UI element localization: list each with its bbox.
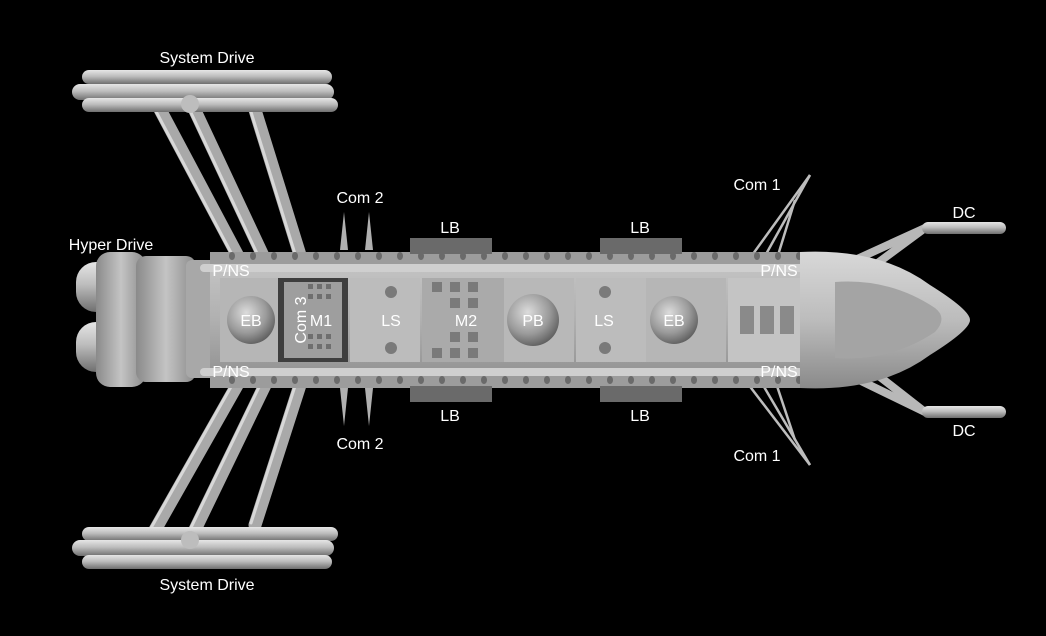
hull-bolt [523, 252, 529, 260]
label-system-drive-top: System Drive [159, 50, 254, 67]
hull-bolt [565, 376, 571, 384]
label-pb: PB [522, 313, 543, 330]
hull-bolt [481, 376, 487, 384]
hull-bolt [628, 376, 634, 384]
label-lb-top-right: LB [630, 220, 650, 237]
spheres [227, 294, 698, 346]
dc-rods [922, 222, 1006, 418]
hull-bolt [460, 376, 466, 384]
hull-bolt [775, 252, 781, 260]
label-ls-right: LS [594, 313, 614, 330]
label-system-drive-bottom: System Drive [159, 577, 254, 594]
dc-arms [851, 224, 929, 416]
label-com1-bottom: Com 1 [733, 448, 780, 465]
hull-bolt [670, 376, 676, 384]
nose-cone [800, 251, 970, 389]
hull-bolt [544, 252, 550, 260]
hull-bolt [229, 252, 235, 260]
label-m1: M1 [310, 313, 332, 330]
hull-bolt [250, 252, 256, 260]
label-pns-top-left: P/NS [212, 263, 249, 280]
label-com2-bottom: Com 2 [336, 436, 383, 453]
hull-bolt [586, 376, 592, 384]
label-com2-top: Com 2 [336, 190, 383, 207]
hull-bolt [502, 376, 508, 384]
hull-bolt [250, 376, 256, 384]
hull-bolt [712, 252, 718, 260]
hull-bolt [397, 376, 403, 384]
label-m2: M2 [455, 313, 477, 330]
label-dc-top: DC [952, 205, 975, 222]
hull-bolt [607, 376, 613, 384]
hull-bolt [775, 376, 781, 384]
hull-bolt [586, 252, 592, 260]
com2-antennas [340, 212, 373, 426]
hull-bolt [754, 376, 760, 384]
label-lb-bottom-left: LB [440, 408, 460, 425]
hull-bolt [313, 252, 319, 260]
hull-bolt [355, 252, 361, 260]
hull-bolt [691, 376, 697, 384]
com1-antennas [743, 174, 812, 466]
label-hyper-drive: Hyper Drive [69, 237, 154, 254]
hull-bolt [271, 376, 277, 384]
hull-bolt [292, 252, 298, 260]
hull-bolt [439, 376, 445, 384]
hull-bolt [754, 252, 760, 260]
hull-bolt [712, 376, 718, 384]
hull-bolt [565, 252, 571, 260]
label-com3: Com 3 [293, 296, 310, 343]
label-com1-top: Com 1 [733, 177, 780, 194]
label-pns-top-right: P/NS [760, 263, 797, 280]
hull-bolt [733, 252, 739, 260]
label-ls-left: LS [381, 313, 401, 330]
hull-bolt [544, 376, 550, 384]
hull-bolt [523, 376, 529, 384]
label-pns-bottom-right: P/NS [760, 364, 797, 381]
label-eb-left: EB [240, 313, 261, 330]
hull-bolt [334, 376, 340, 384]
lb-pods [410, 238, 682, 402]
hull-bolt [355, 376, 361, 384]
label-lb-top-left: LB [440, 220, 460, 237]
labels: System Drive System Drive Hyper Drive Co… [69, 50, 976, 594]
system-drive-struts [148, 93, 307, 547]
hull-bolt [229, 376, 235, 384]
hull-bolt [397, 252, 403, 260]
label-lb-bottom-right: LB [630, 408, 650, 425]
hull-bolt [376, 376, 382, 384]
hull-bolt [691, 252, 697, 260]
hull-bolt [271, 252, 277, 260]
hull-bolt [334, 252, 340, 260]
hull-bolt [376, 252, 382, 260]
hull-bolt [292, 376, 298, 384]
label-pns-bottom-left: P/NS [212, 364, 249, 381]
hyper-drive [76, 252, 216, 387]
hull-bolt [733, 376, 739, 384]
hull-bolt [418, 376, 424, 384]
hull-bolt [649, 376, 655, 384]
hull-bolt [313, 376, 319, 384]
system-drive-bottom [72, 527, 338, 569]
label-dc-bottom: DC [952, 423, 975, 440]
hull-bolt [502, 252, 508, 260]
system-drive-top [72, 70, 338, 113]
label-eb-right: EB [663, 313, 684, 330]
